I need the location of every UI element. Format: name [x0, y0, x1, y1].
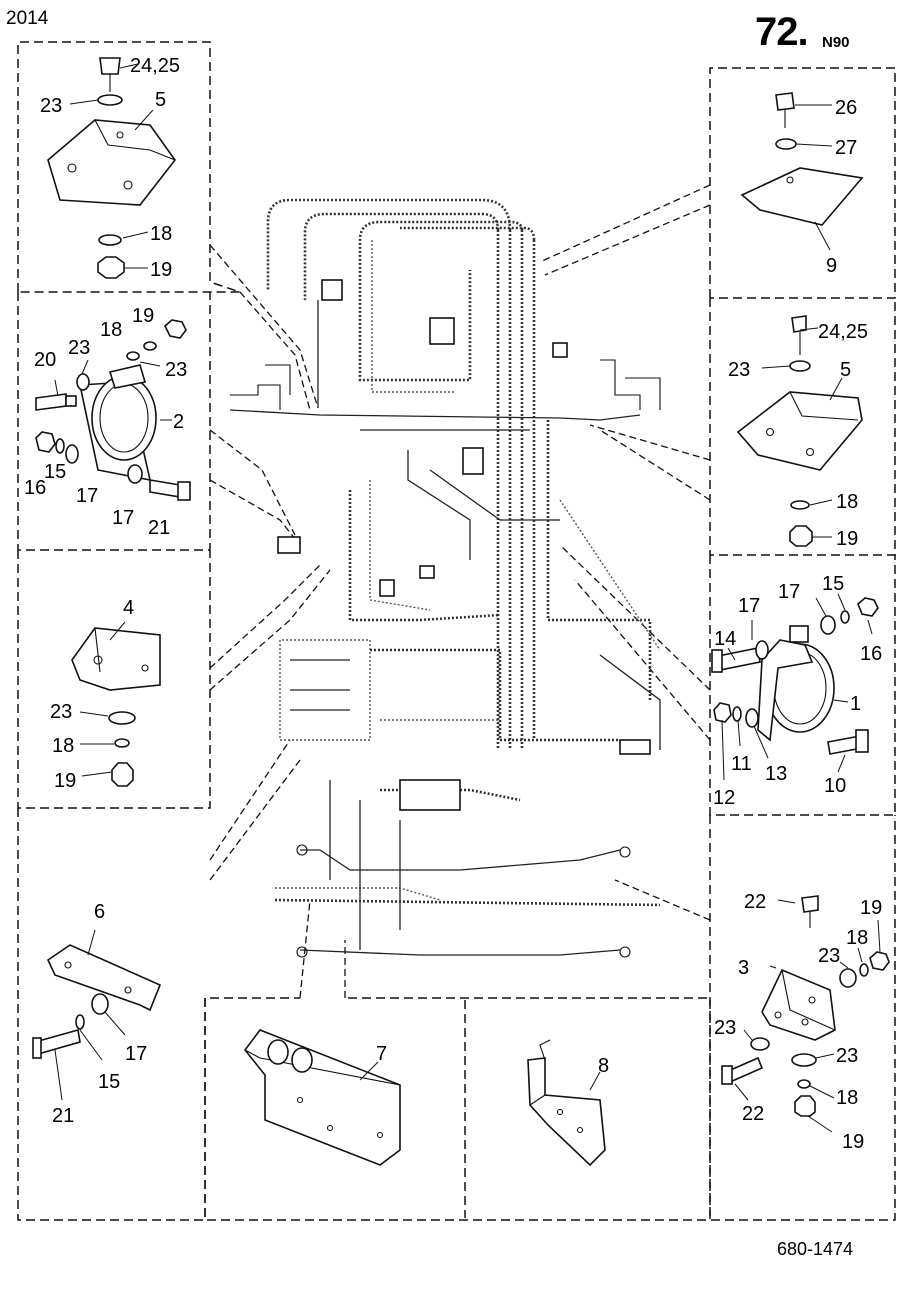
- bracket-5-assembly-left: [47, 57, 176, 279]
- callout-18: 18: [52, 735, 74, 757]
- bracket-6-assembly: [32, 929, 162, 1101]
- callout-10: 10: [824, 775, 846, 797]
- box-left-2: [17, 292, 211, 551]
- bracket-3-assembly: [721, 895, 890, 1133]
- callout-17: 17: [778, 581, 800, 603]
- callout-19: 19: [54, 770, 76, 792]
- callout-5: 5: [840, 359, 851, 381]
- bracket-8-assembly: [527, 1039, 606, 1167]
- box-top-left: [17, 41, 241, 293]
- callout-19: 19: [842, 1131, 864, 1153]
- callout-18: 18: [836, 1087, 858, 1109]
- callout-17: 17: [738, 595, 760, 617]
- callout-12: 12: [713, 787, 735, 809]
- year-label: 2014: [6, 8, 49, 29]
- clamp-1-assembly: [711, 593, 879, 781]
- callout-9: 9: [826, 255, 837, 277]
- box-right-3: [709, 555, 896, 816]
- callout-labels: 24,25 23 5 18 19 26 27 9 24,25 23 5 18 1…: [24, 55, 882, 1153]
- plate-9-assembly: [740, 92, 864, 251]
- callout-18: 18: [100, 319, 122, 341]
- callout-1: 1: [850, 693, 861, 715]
- callout-23: 23: [728, 359, 750, 381]
- callout-18: 18: [150, 223, 172, 245]
- callout-26: 26: [835, 97, 857, 119]
- callout-22: 22: [744, 891, 766, 913]
- callout-15: 15: [98, 1071, 120, 1093]
- callout-16: 16: [860, 643, 882, 665]
- page-number: 72.: [755, 10, 809, 54]
- callout-17: 17: [112, 507, 134, 529]
- callout-18: 18: [846, 927, 868, 949]
- box-bottom: [204, 997, 711, 1221]
- callout-23: 23: [836, 1045, 858, 1067]
- callout-16: 16: [24, 477, 46, 499]
- callout-6: 6: [94, 901, 105, 923]
- drawing-reference: 680-1474: [777, 1239, 854, 1259]
- clamp-2-assembly: [35, 319, 191, 501]
- callout-3: 3: [738, 957, 749, 979]
- callout-23: 23: [165, 359, 187, 381]
- callout-11: 11: [731, 753, 752, 775]
- bracket-4-assembly: [71, 621, 161, 787]
- box-left-3: [17, 550, 211, 809]
- box-top-right: [709, 67, 896, 299]
- box-left-4: [17, 808, 300, 1221]
- callout-17: 17: [125, 1043, 147, 1065]
- callout-2: 2: [173, 411, 184, 433]
- callout-4: 4: [123, 597, 134, 619]
- page-code: N90: [822, 34, 850, 51]
- callout-8: 8: [598, 1055, 609, 1077]
- callout-7: 7: [376, 1043, 387, 1065]
- callout-17: 17: [76, 485, 98, 507]
- callout-22: 22: [742, 1103, 764, 1125]
- callout-23: 23: [714, 1017, 736, 1039]
- detail-box-outlines: [17, 41, 896, 1221]
- leader-lines: [209, 184, 711, 999]
- callout-19: 19: [860, 897, 882, 919]
- callout-23: 23: [40, 95, 62, 117]
- callout-24-25: 24,25: [818, 321, 868, 343]
- callout-21: 21: [52, 1105, 74, 1127]
- callout-18: 18: [836, 491, 858, 513]
- callout-20: 20: [34, 349, 56, 371]
- callout-23: 23: [50, 701, 72, 723]
- box-right-2: [709, 298, 896, 556]
- callout-19: 19: [836, 528, 858, 550]
- callout-19: 19: [150, 259, 172, 281]
- callout-27: 27: [835, 137, 857, 159]
- wiring-harness-assembly: [229, 198, 661, 958]
- callout-14: 14: [714, 628, 736, 650]
- box-right-4: [709, 815, 896, 1221]
- callout-21: 21: [148, 517, 170, 539]
- callout-5: 5: [155, 89, 166, 111]
- bracket-5-assembly-right: [736, 315, 863, 547]
- callout-15: 15: [44, 461, 66, 483]
- callout-15: 15: [822, 573, 844, 595]
- callout-23: 23: [68, 337, 90, 359]
- callout-13: 13: [765, 763, 787, 785]
- bracket-7-assembly: [243, 1029, 401, 1166]
- callout-24-25: 24,25: [130, 55, 180, 77]
- callout-19: 19: [132, 305, 154, 327]
- callout-23: 23: [818, 945, 840, 967]
